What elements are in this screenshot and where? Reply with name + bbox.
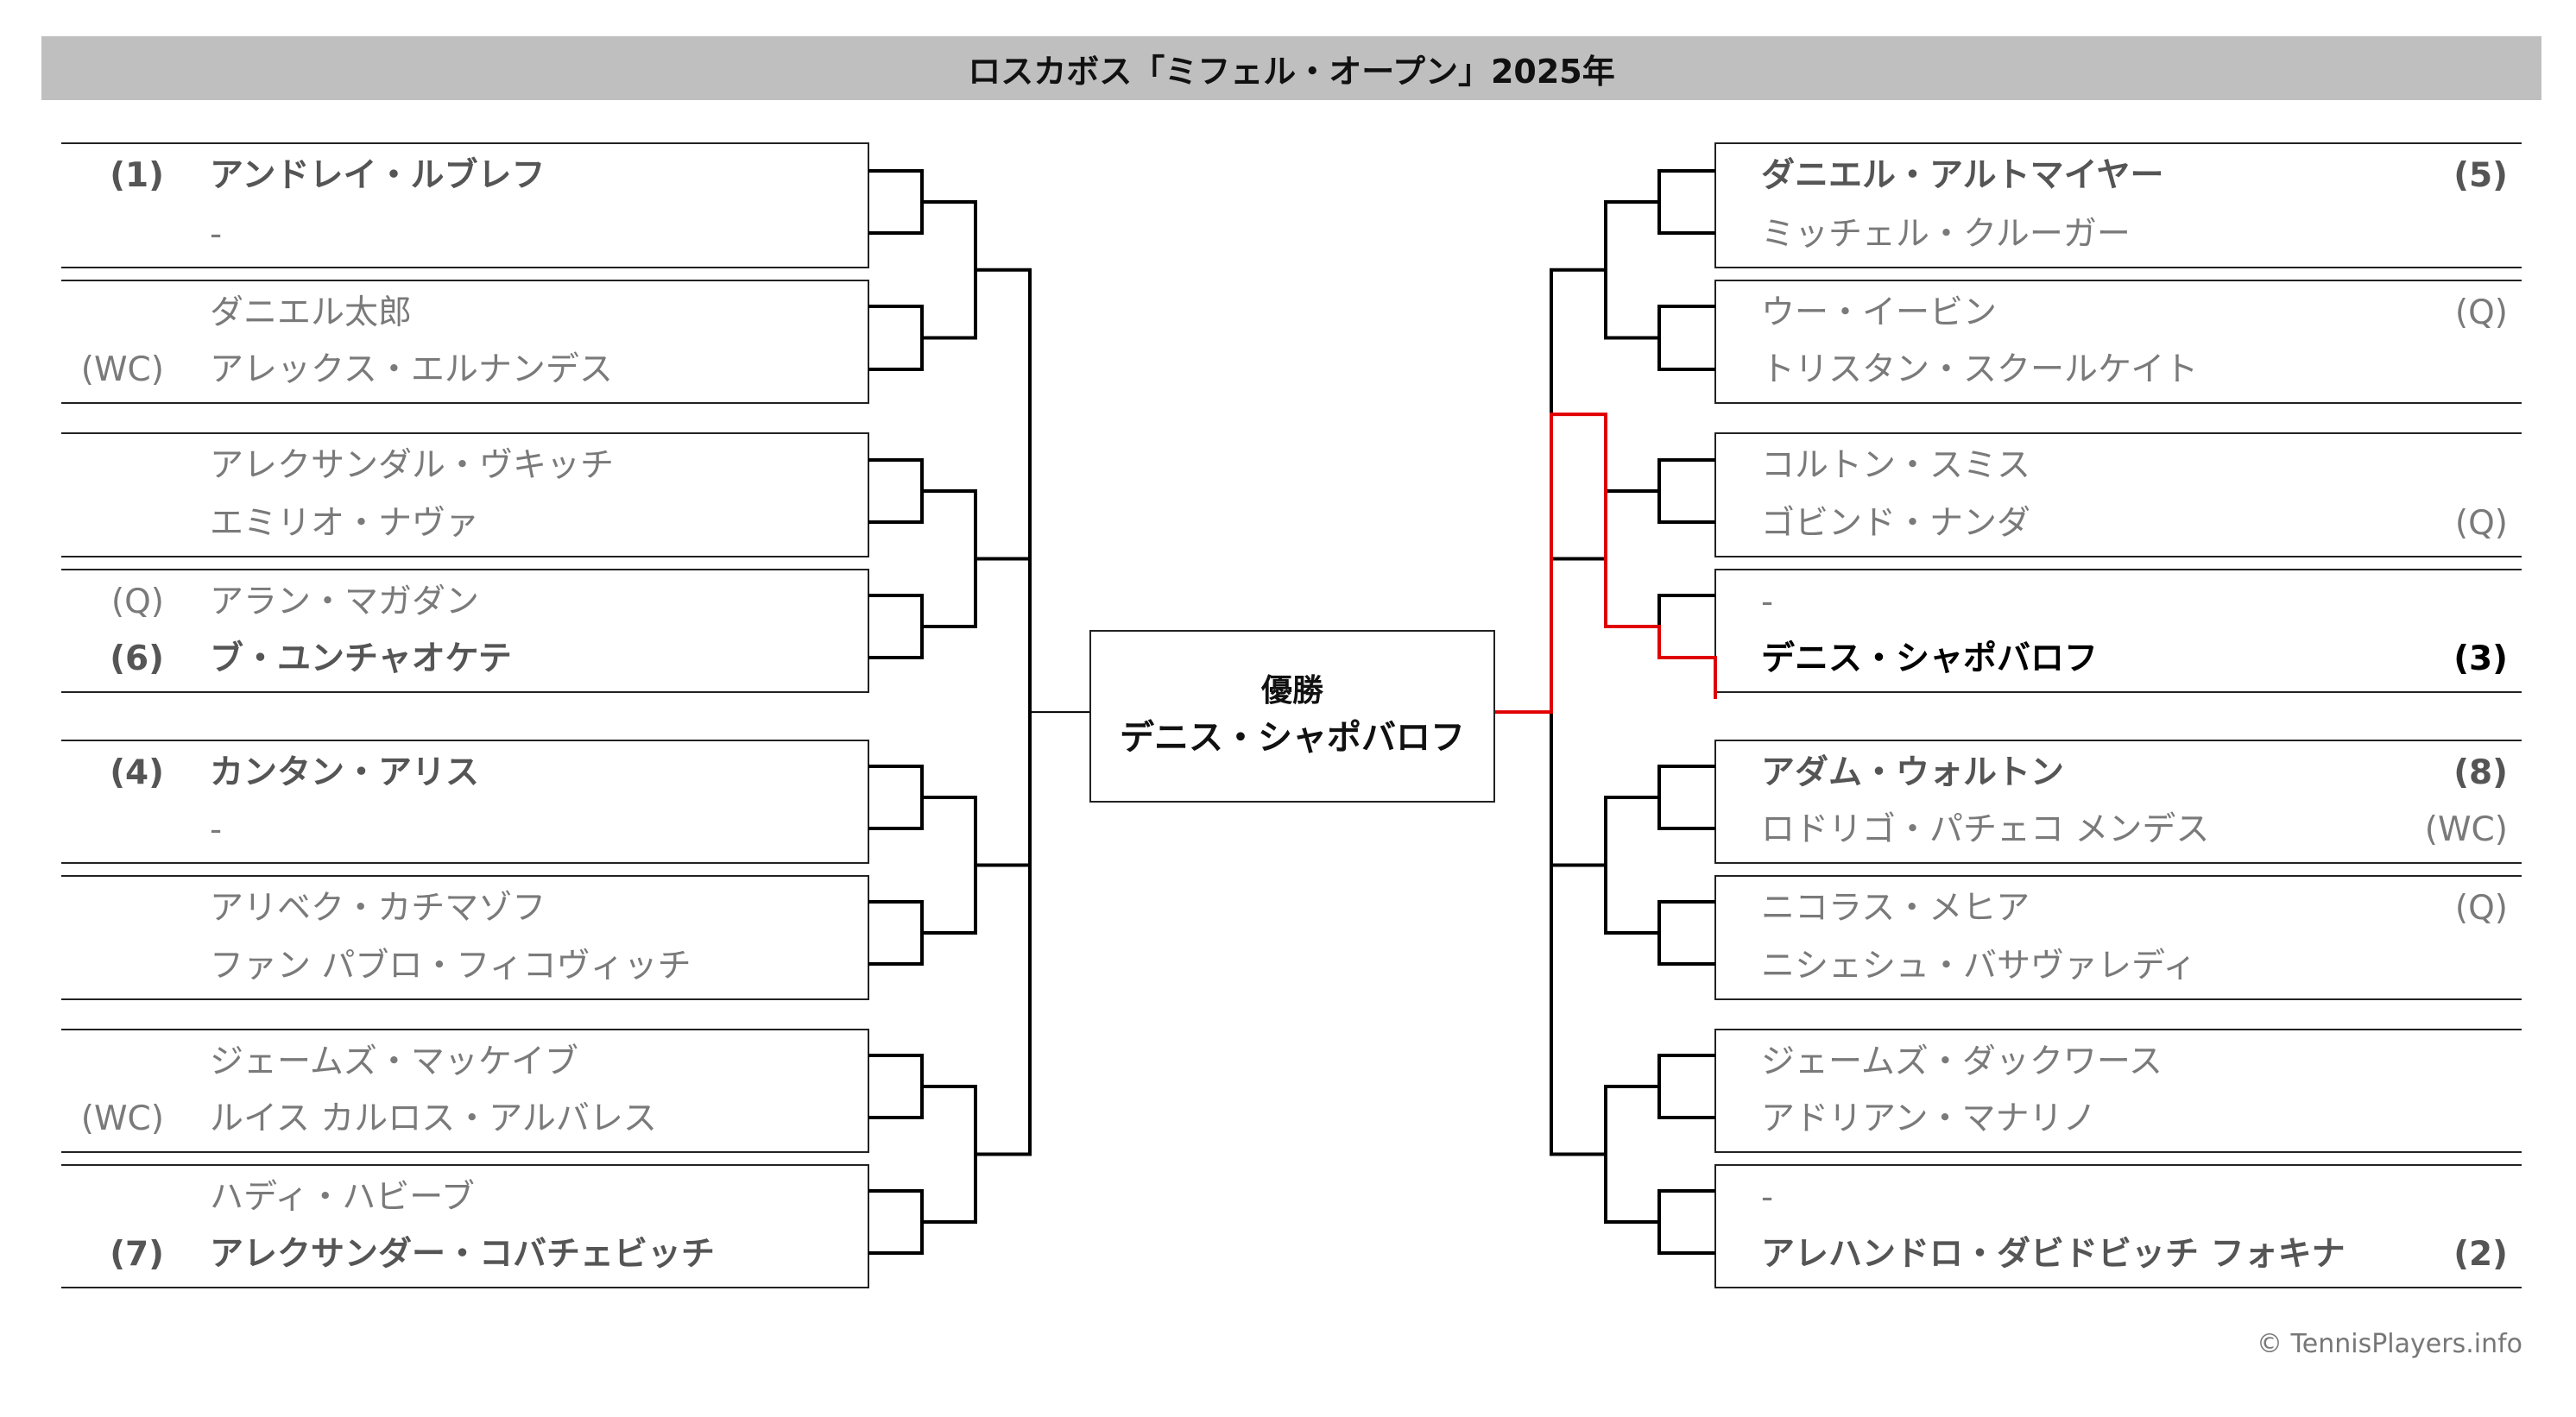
- left-r3-connector-2: [975, 863, 1032, 1156]
- left-player-name-6: エミリオ・ナヴァ: [210, 504, 480, 543]
- title-text: ロスカボス「ミフェル・オープン」2025年: [968, 52, 1615, 91]
- right-r2-connector-1: [1604, 200, 1659, 340]
- right-player-name-3: ウー・イービン: [1761, 293, 1998, 332]
- left-r1-connector-7: [868, 1054, 924, 1119]
- champion-box: 優勝 デニス・シャポバロフ: [1089, 630, 1495, 803]
- right-r1-connector-5: [1657, 765, 1715, 830]
- left-player-name-4: アレックス・エルナンデス: [210, 350, 613, 389]
- right-player-seed-10: (WC): [2424, 810, 2508, 849]
- left-r1-connector-4: [868, 594, 924, 659]
- champion-name: デニス・シャポバロフ: [1120, 718, 1465, 758]
- left-player-name-16: アレクサンダー・コバチェビッチ: [210, 1235, 716, 1274]
- left-player-name-10: -: [210, 810, 223, 849]
- right-player-name-7: -: [1761, 583, 1774, 621]
- left-r1-connector-5: [868, 765, 924, 830]
- right-player-name-5: コルトン・スミス: [1761, 446, 2031, 485]
- right-player-name-11: ニコラス・メヒア: [1761, 889, 2030, 928]
- left-player-name-14: ルイス カルロス・アルバレス: [210, 1099, 657, 1138]
- right-player-name-16: アレハンドロ・ダビドビッチ フォキナ: [1761, 1235, 2346, 1274]
- right-r3-connector-2: [1550, 863, 1606, 1156]
- left-r2-connector-2: [922, 489, 977, 628]
- left-player-name-1: アンドレイ・ルブレフ: [210, 156, 546, 195]
- left-r1-connector-1: [868, 169, 924, 235]
- left-player-name-8: ブ・ユンチャオケテ: [210, 639, 512, 678]
- right-r2-connector-2: [1604, 489, 1659, 628]
- right-player-name-6: ゴビンド・ナンダ: [1761, 504, 2031, 543]
- left-player-name-15: ハディ・ハビーブ: [210, 1178, 475, 1217]
- left-player-seed-4: (WC): [80, 350, 164, 389]
- right-player-seed-11: (Q): [2454, 889, 2508, 928]
- champion-label: 優勝: [1260, 673, 1323, 708]
- right-player-name-15: -: [1761, 1178, 1774, 1217]
- copyright-text: © TennisPlayers.info: [2257, 1329, 2522, 1359]
- right-player-name-9: アダム・ウォルトン: [1761, 753, 2065, 792]
- left-player-name-7: アラン・マガダン: [210, 583, 480, 621]
- right-player-seed-1: (5): [2453, 156, 2508, 195]
- left-player-name-12: ファン パブロ・フィコヴィッチ: [210, 947, 691, 986]
- left-player-seed-1: (1): [110, 156, 164, 195]
- left-player-seed-9: (4): [110, 753, 164, 792]
- left-player-seed-8: (6): [110, 639, 164, 678]
- right-r1-connector-8: [1657, 1189, 1715, 1255]
- right-r1-connector-1: [1657, 169, 1715, 235]
- left-r1-connector-3: [868, 458, 924, 524]
- right-r1-connector-7: [1657, 1054, 1715, 1119]
- right-player-seed-3: (Q): [2454, 293, 2508, 332]
- left-player-name-13: ジェームズ・マッケイブ: [210, 1042, 579, 1081]
- champion-path: [1495, 413, 1717, 715]
- right-r1-connector-6: [1657, 900, 1715, 966]
- left-player-seed-14: (WC): [80, 1099, 164, 1138]
- left-player-name-11: アリベク・カチマゾフ: [210, 889, 546, 928]
- right-player-name-12: ニシェシュ・バサヴァレディ: [1761, 947, 2197, 986]
- left-r1-connector-2: [868, 305, 924, 371]
- right-player-seed-6: (Q): [2454, 504, 2508, 543]
- right-r1-connector-2: [1657, 305, 1715, 371]
- left-player-seed-7: (Q): [110, 583, 164, 621]
- right-player-seed-9: (8): [2453, 753, 2508, 792]
- right-player-seed-16: (2): [2453, 1235, 2508, 1274]
- left-player-name-3: ダニエル太郎: [210, 293, 413, 332]
- right-player-name-2: ミッチェル・クルーガー: [1761, 215, 2131, 254]
- left-r1-connector-6: [868, 900, 924, 966]
- right-r2-connector-3: [1604, 796, 1659, 935]
- right-r2-connector-4: [1604, 1085, 1659, 1224]
- right-player-seed-8: (3): [2453, 639, 2508, 678]
- bracket-title: ロスカボス「ミフェル・オープン」2025年: [41, 36, 2541, 100]
- right-r1-connector-4: [1657, 594, 1715, 659]
- right-player-name-8: デニス・シャポバロフ: [1761, 639, 2099, 678]
- left-r2-connector-4: [922, 1085, 977, 1224]
- left-r3-connector-1: [975, 268, 1032, 561]
- left-r2-connector-3: [922, 796, 977, 935]
- left-player-name-9: カンタン・アリス: [210, 753, 480, 792]
- right-player-name-1: ダニエル・アルトマイヤー: [1761, 156, 2164, 195]
- right-player-name-13: ジェームズ・ダックワース: [1761, 1042, 2162, 1081]
- left-r1-connector-8: [868, 1189, 924, 1255]
- right-player-name-10: ロドリゴ・パチェコ メンデス: [1761, 810, 2210, 849]
- right-player-name-14: アドリアン・マナリノ: [1761, 1099, 2097, 1138]
- left-player-name-5: アレクサンダル・ヴキッチ: [210, 446, 615, 485]
- right-r1-connector-3: [1657, 458, 1715, 524]
- left-player-seed-16: (7): [110, 1235, 164, 1274]
- left-player-name-2: -: [210, 215, 223, 254]
- left-r2-connector-1: [922, 200, 977, 340]
- right-player-name-4: トリスタン・スクールケイト: [1761, 350, 2199, 389]
